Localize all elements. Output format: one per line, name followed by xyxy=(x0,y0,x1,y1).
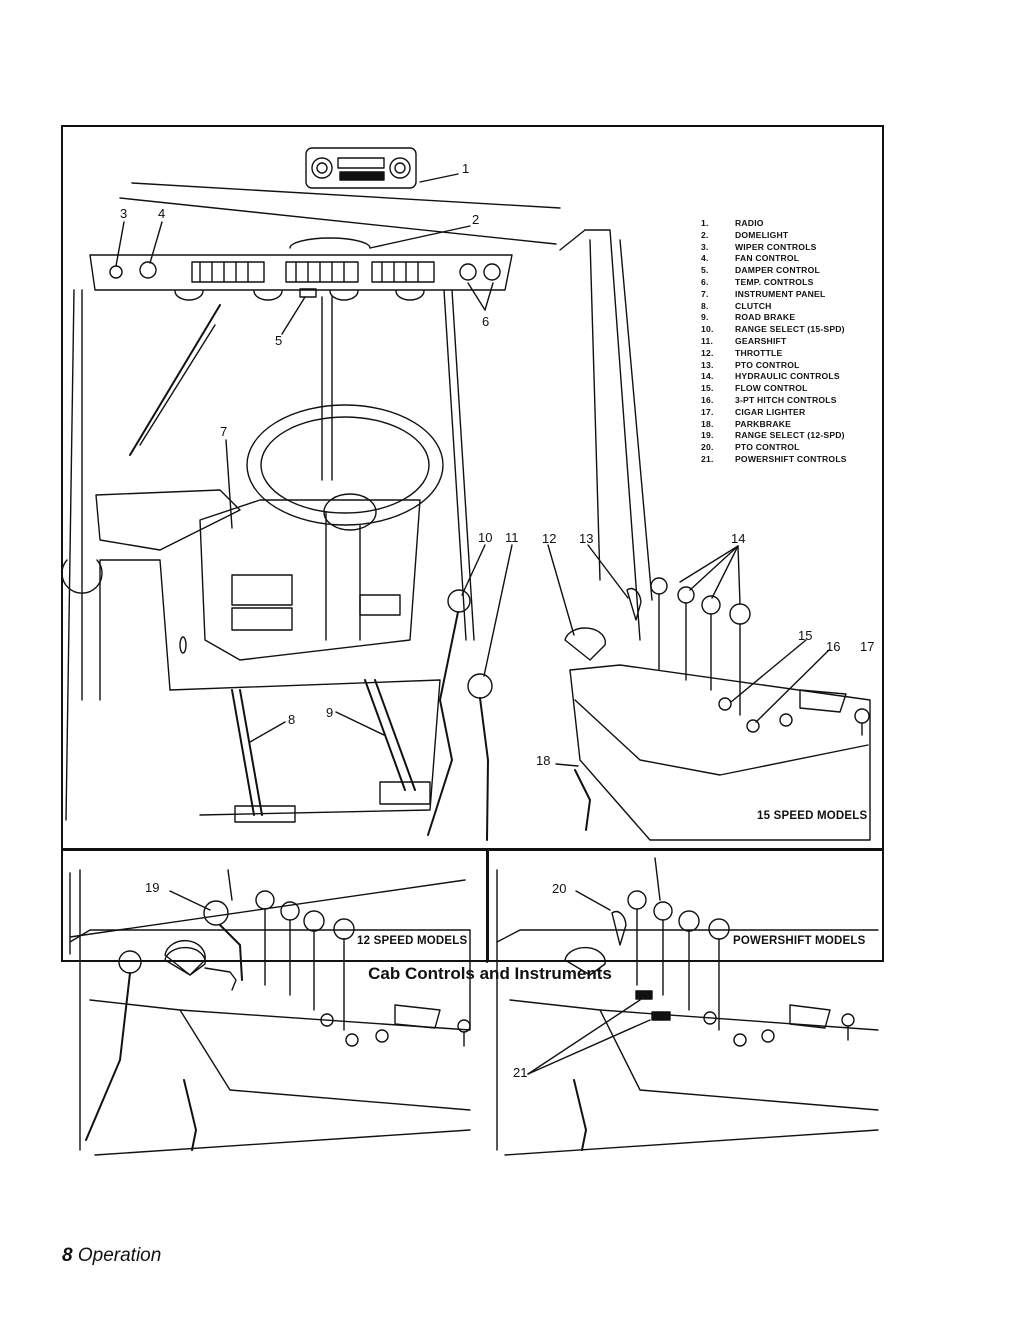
callout-12: 12 xyxy=(542,531,557,546)
powershift-panel-border xyxy=(487,849,884,962)
legend-item-number: 9. xyxy=(701,312,709,323)
legend-item: 5. DAMPER CONTROL xyxy=(701,265,847,277)
legend-item-label: PARKBRAKE xyxy=(735,418,792,429)
legend-item: 2. DOMELIGHT xyxy=(701,230,847,242)
legend-item-number: 8. xyxy=(701,300,709,311)
legend-item-label: 3-PT HITCH CONTROLS xyxy=(735,394,837,405)
legend-item-label: RADIO xyxy=(735,218,764,228)
legend-item: 10. RANGE SELECT (15-SPD) xyxy=(701,324,847,336)
legend-item-label: FLOW CONTROL xyxy=(735,383,808,394)
legend-item-number: 5. xyxy=(701,265,709,276)
legend-item: 16. 3-PT HITCH CONTROLS xyxy=(701,395,847,407)
twelve-speed-label: 12 SPEED MODELS xyxy=(357,935,468,947)
legend-item: 3. WIPER CONTROLS xyxy=(701,242,847,254)
legend-item-label: ROAD BRAKE xyxy=(735,312,796,323)
legend-item-number: 18. xyxy=(701,418,714,429)
legend-item-number: 12. xyxy=(701,347,714,358)
legend-item-number: 4. xyxy=(701,253,709,264)
legend-item-label: PTO CONTROL xyxy=(735,359,800,370)
legend-item: 21. POWERSHIFT CONTROLS xyxy=(701,454,847,466)
legend-item-label: CIGAR LIGHTER xyxy=(735,406,806,417)
callout-1: 1 xyxy=(462,161,470,176)
legend-item-label: TEMP. CONTROLS xyxy=(735,276,814,287)
callout-18: 18 xyxy=(536,753,551,768)
radio-drawing xyxy=(305,147,417,189)
callout-11: 11 xyxy=(505,530,519,545)
legend-item: 8. CLUTCH xyxy=(701,301,847,313)
callout-3: 3 xyxy=(120,206,128,221)
callout-9: 9 xyxy=(326,705,334,720)
callout-5: 5 xyxy=(275,333,283,348)
legend-item: 1. RADIO xyxy=(701,218,847,230)
legend-item-number: 20. xyxy=(701,442,714,453)
legend-item-number: 19. xyxy=(701,430,714,441)
legend-item-label: CLUTCH xyxy=(735,300,772,311)
legend-item-number: 11. xyxy=(701,335,714,346)
powershift-label: POWERSHIFT MODELS xyxy=(733,935,866,947)
callout-7: 7 xyxy=(220,424,228,439)
callout-19: 19 xyxy=(145,880,160,895)
legend-item-number: 16. xyxy=(701,394,714,405)
legend-item-number: 10. xyxy=(701,324,714,335)
callout-14: 14 xyxy=(731,531,746,546)
legend-item-number: 17. xyxy=(701,406,714,417)
right-console-drawing xyxy=(564,577,871,841)
legend-item-number: 1. xyxy=(701,218,709,228)
page-footer: 8 Operation xyxy=(62,1245,161,1267)
legend-item: 17. CIGAR LIGHTER xyxy=(701,407,847,419)
legend-item-label: THROTTLE xyxy=(735,347,783,358)
legend-item-label: RANGE SELECT (12-SPD) xyxy=(735,430,845,441)
legend-item: 14. HYDRAULIC CONTROLS xyxy=(701,371,847,383)
legend-item-number: 7. xyxy=(701,288,709,299)
legend-item-number: 3. xyxy=(701,241,709,252)
legend-item: 6. TEMP. CONTROLS xyxy=(701,277,847,289)
legend-item: 4. FAN CONTROL xyxy=(701,253,847,265)
legend-item: 7. INSTRUMENT PANEL xyxy=(701,289,847,301)
legend-item-number: 14. xyxy=(701,371,714,382)
instrument-panel-drawing xyxy=(179,404,444,661)
legend-list: 1. RADIO 2. DOMELIGHT 3. WIPER CONTROLS 4. FAN … xyxy=(701,218,847,466)
callout-8: 8 xyxy=(288,712,296,727)
legend-item-number: 6. xyxy=(701,276,709,287)
callout-21: 21 xyxy=(513,1065,528,1080)
callout-20: 20 xyxy=(552,881,567,896)
legend-item-label: DAMPER CONTROL xyxy=(735,265,820,276)
section-name: Operation xyxy=(77,1245,162,1266)
callout-15: 15 xyxy=(798,628,813,643)
figure-caption: Cab Controls and Instruments xyxy=(368,964,612,983)
legend-item: 18. PARKBRAKE xyxy=(701,419,847,431)
legend-item-label: INSTRUMENT PANEL xyxy=(735,288,826,299)
legend-item-label: RANGE SELECT (15-SPD) xyxy=(735,324,845,335)
legend-item-label: FAN CONTROL xyxy=(735,253,800,264)
legend-item-label: WIPER CONTROLS xyxy=(735,241,817,252)
legend-item-label: DOMELIGHT xyxy=(735,229,789,240)
legend-item-label: GEARSHIFT xyxy=(735,335,787,346)
legend-item-label: PTO CONTROL xyxy=(735,442,800,453)
legend-item-label: HYDRAULIC CONTROLS xyxy=(735,371,840,382)
callout-13: 13 xyxy=(579,531,594,546)
legend-item: 15. FLOW CONTROL xyxy=(701,383,847,395)
callout-2: 2 xyxy=(472,212,480,227)
legend-item: 13. PTO CONTROL xyxy=(701,360,847,372)
legend-item-number: 13. xyxy=(701,359,714,370)
page-number: 8 xyxy=(62,1245,73,1266)
legend-item-number: 15. xyxy=(701,383,714,394)
legend-item-label: POWERSHIFT CONTROLS xyxy=(735,453,847,464)
legend-item-number: 21. xyxy=(701,453,714,464)
callout-17: 17 xyxy=(860,639,875,654)
callout-16: 16 xyxy=(826,639,841,654)
callout-6: 6 xyxy=(482,314,490,329)
legend-item: 12. THROTTLE xyxy=(701,348,847,360)
legend-item: 20. PTO CONTROL xyxy=(701,442,847,454)
fifteen-speed-label: 15 SPEED MODELS xyxy=(757,810,868,822)
legend-item: 9. ROAD BRAKE xyxy=(701,312,847,324)
legend-item: 19. RANGE SELECT (12-SPD) xyxy=(701,430,847,442)
legend-item-number: 2. xyxy=(701,229,709,240)
legend-item: 11. GEARSHIFT xyxy=(701,336,847,348)
callout-10: 10 xyxy=(478,530,493,545)
callout-4: 4 xyxy=(158,206,166,221)
